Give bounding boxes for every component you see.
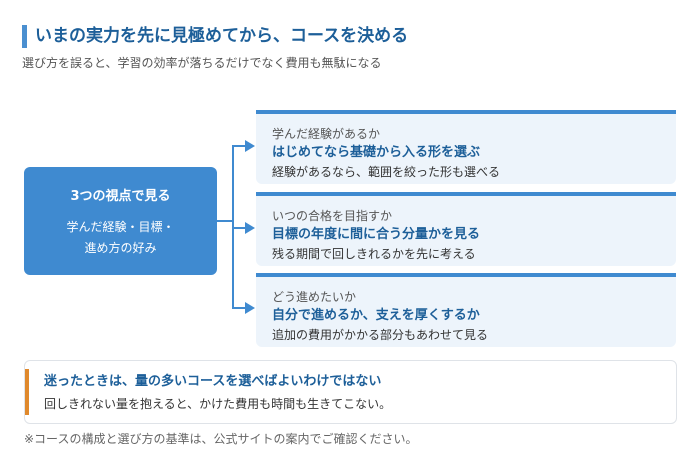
card-sub: どう進めたいか xyxy=(272,290,357,304)
arrow-1-icon xyxy=(245,140,255,152)
connector-branch-3 xyxy=(232,307,246,309)
card-target-year: いつの合格を目指すか 目標の年度に間に合う分量かを見る 残る期間で回しきれるかを… xyxy=(256,192,676,266)
card-study-style: どう進めたいか 自分で進めるか、支えを厚くするか 追加の費用がかかる部分もあわせ… xyxy=(256,273,676,347)
arrow-3-icon xyxy=(245,302,255,314)
perspective-box: 3つの視点で見る 学んだ経験・目標・ 進め方の好み xyxy=(24,167,217,275)
page-subtitle: 選び方を誤ると、学習の効率が落ちるだけでなく費用も無駄になる xyxy=(22,56,382,70)
perspective-title: 3つの視点で見る xyxy=(70,189,171,204)
card-body: 追加の費用がかかる部分もあわせて見る xyxy=(272,328,489,342)
card-body: 経験があるなら、範囲を絞った形も選べる xyxy=(272,165,501,179)
note-title: 迷ったときは、量の多いコースを選べばよいわけではない xyxy=(44,374,382,389)
note-body: 回しきれない量を抱えると、かけた費用も時間も生きてこない。 xyxy=(44,397,392,411)
footnote: ※コースの構成と選び方の基準は、公式サイトの案内でご確認ください。 xyxy=(24,432,418,446)
note-box: 迷ったときは、量の多いコースを選べばよいわけではない 回しきれない量を抱えると、… xyxy=(24,360,677,424)
connector-branch-1 xyxy=(232,145,246,147)
perspective-line-1: 学んだ経験・目標・ xyxy=(66,220,175,234)
connector-branch-2 xyxy=(232,227,246,229)
perspective-line-2: 進め方の好み xyxy=(84,241,157,255)
card-body: 残る期間で回しきれるかを先に考える xyxy=(272,247,476,261)
card-sub: いつの合格を目指すか xyxy=(272,209,393,223)
card-head: 目標の年度に間に合う分量かを見る xyxy=(272,227,481,242)
title-accent-bar xyxy=(22,25,27,48)
card-experience: 学んだ経験があるか はじめてなら基礎から入る形を選ぶ 経験があるなら、範囲を絞っ… xyxy=(256,110,676,184)
card-head: はじめてなら基礎から入る形を選ぶ xyxy=(272,145,481,160)
card-sub: 学んだ経験があるか xyxy=(272,127,381,141)
connector-stem xyxy=(217,220,233,222)
arrow-2-icon xyxy=(245,222,255,234)
card-head: 自分で進めるか、支えを厚くするか xyxy=(272,308,480,323)
note-accent-bar xyxy=(25,369,29,415)
page-title: いまの実力を先に見極めてから、コースを決める xyxy=(35,26,409,46)
